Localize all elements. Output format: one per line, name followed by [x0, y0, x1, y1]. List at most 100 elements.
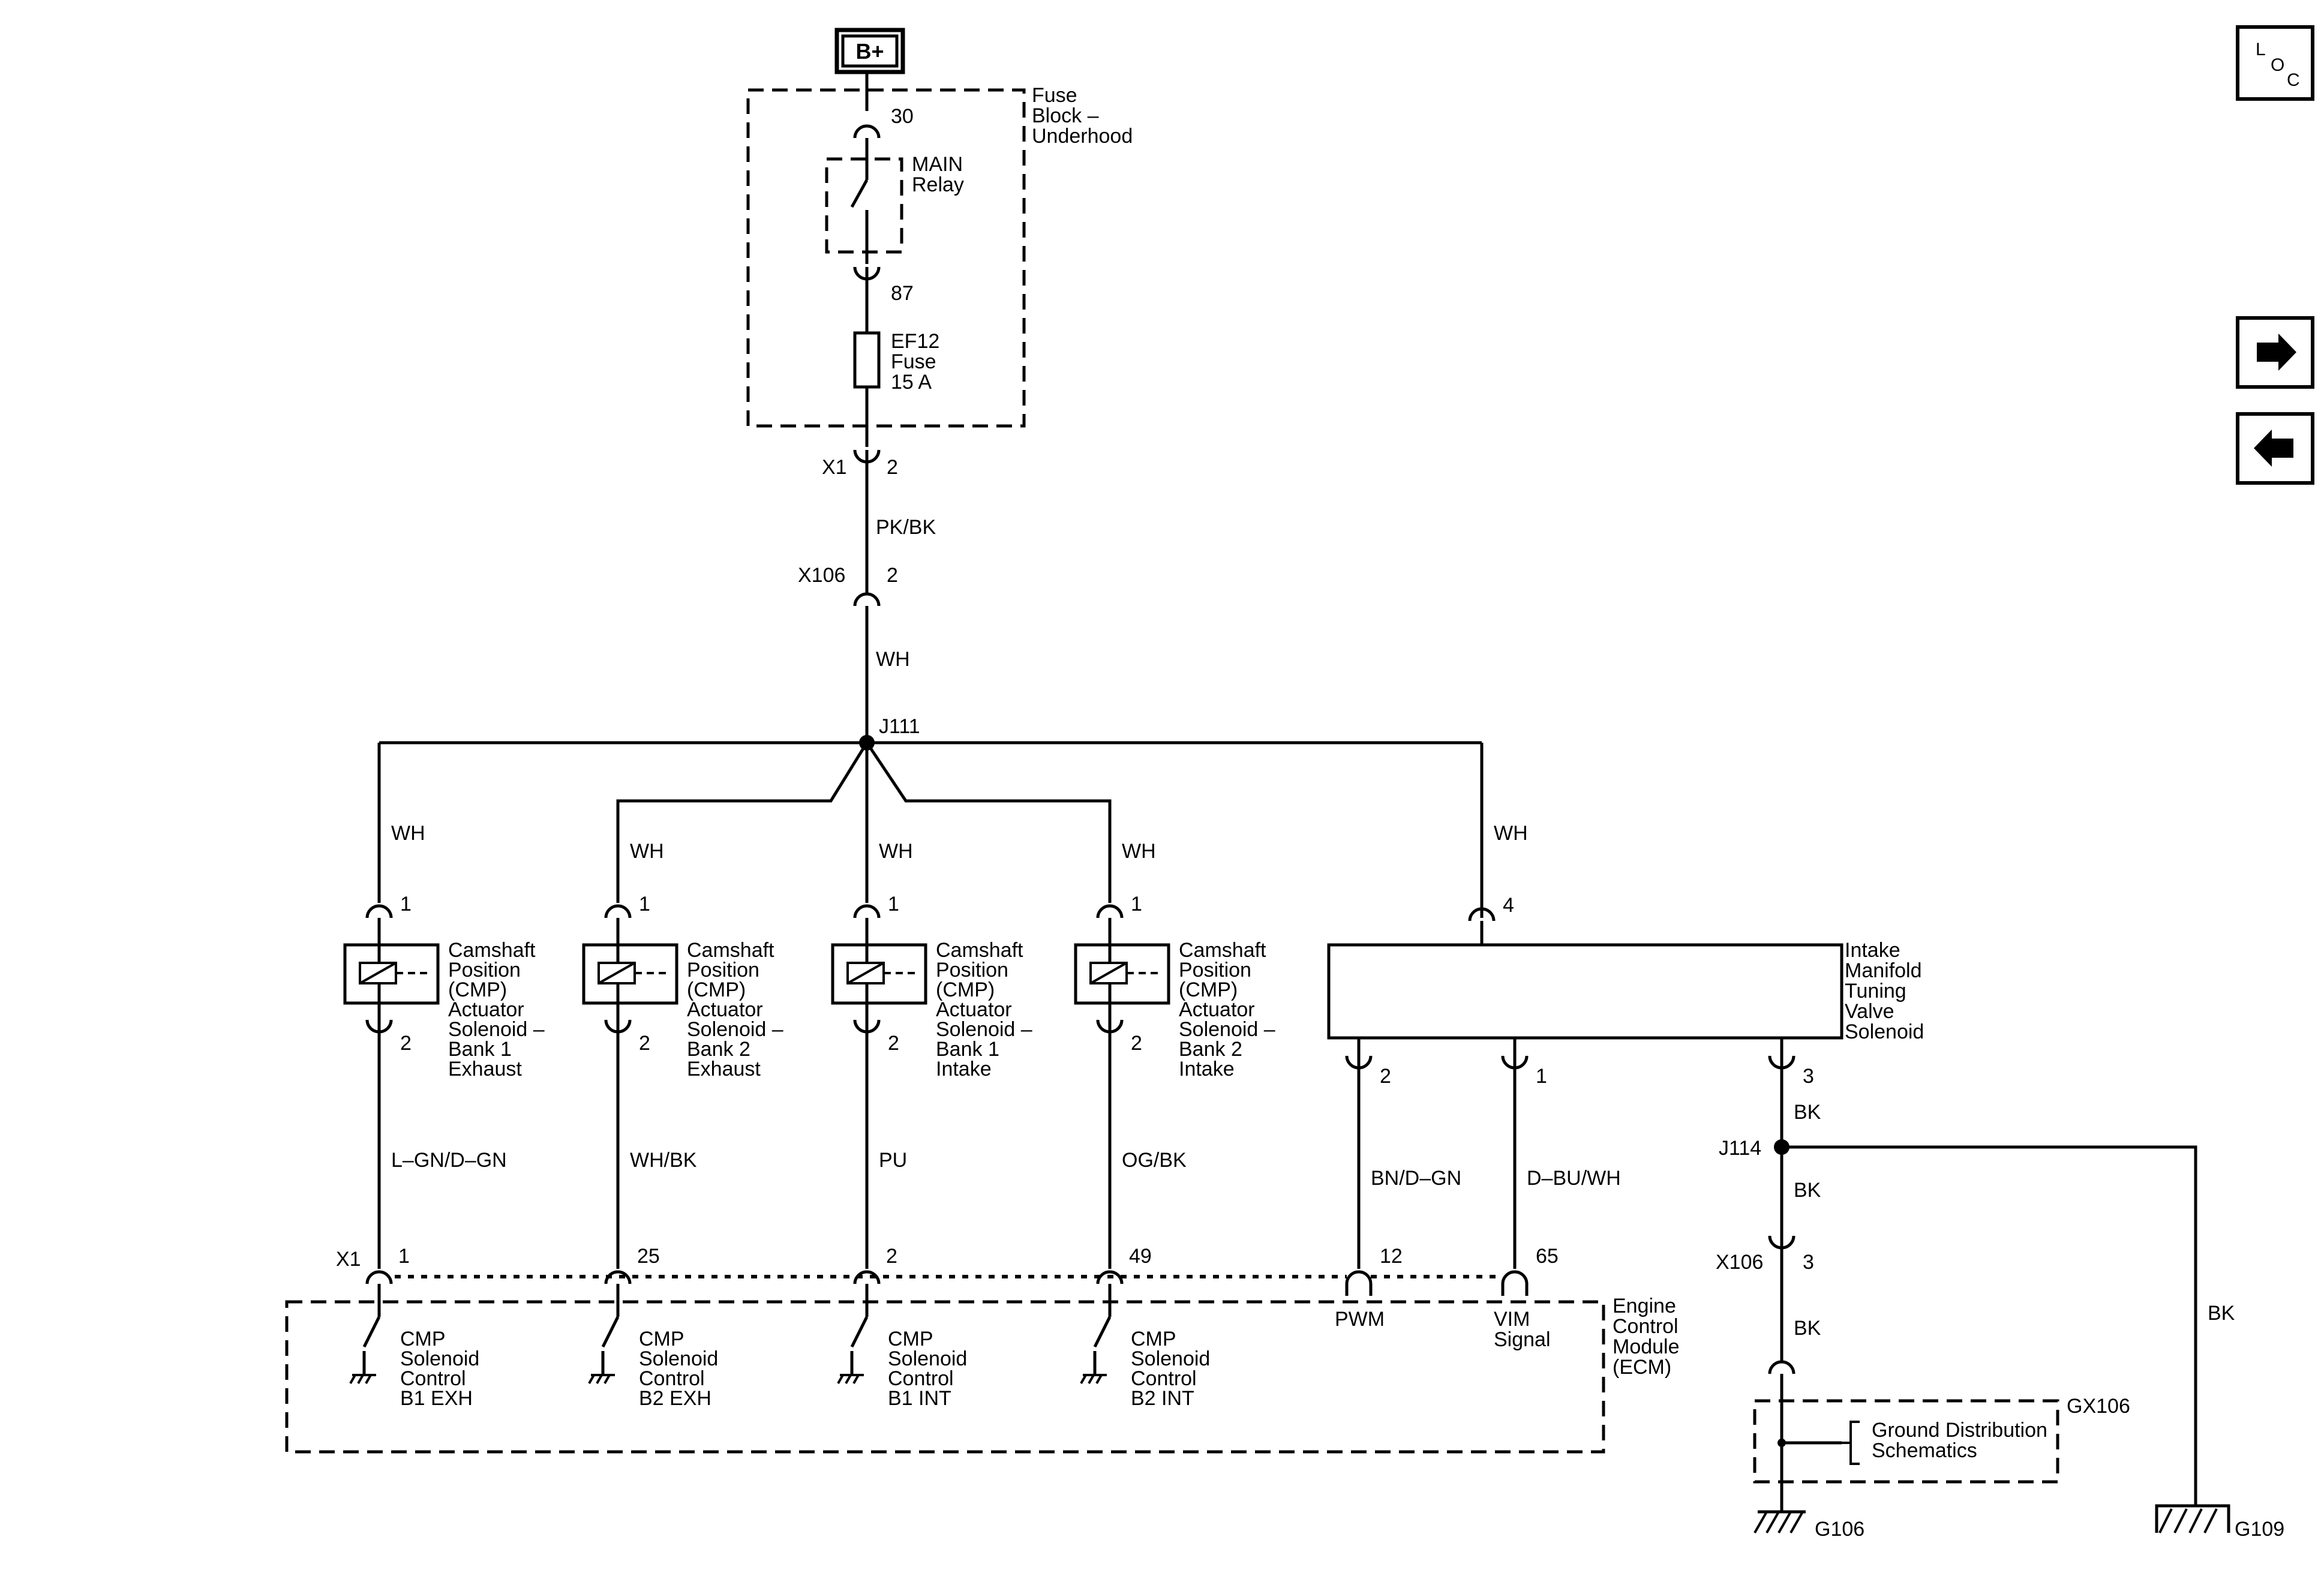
- cmp-solenoid-label-line: Camshaft: [448, 939, 536, 962]
- cmp-solenoid-label-line: Exhaust: [687, 1058, 761, 1080]
- ground-x106-label: X106: [1716, 1251, 1763, 1274]
- cmp-solenoid-label-line: Solenoid –: [936, 1018, 1032, 1041]
- fuse-block-boundary: [746, 88, 1026, 428]
- cmp-solenoid-label-line: Camshaft: [687, 939, 774, 962]
- ecm-cmp-control-label-line: B2 INT: [1131, 1387, 1194, 1410]
- cmp-solenoid-label-line: Position: [687, 959, 759, 981]
- cmp-control-wire-color: OG/BK: [1122, 1149, 1187, 1172]
- x106-connector-label: X106: [798, 564, 845, 587]
- svg-text:Engine: Engine: [1613, 1295, 1676, 1317]
- ecm-cmp-control-label-line: CMP: [888, 1328, 933, 1350]
- svg-text:Ground Distribution: Ground Distribution: [1872, 1419, 2047, 1442]
- cmp-solenoid-branch-2: WH1CamshaftPosition(CMP)ActuatorSolenoid…: [582, 840, 783, 1410]
- imtv-pin-3: 3: [1803, 1065, 1814, 1088]
- g106-label: G106: [1815, 1518, 1864, 1541]
- cmp-feed-wire-color: WH: [879, 840, 913, 863]
- relay-pin-30: 30: [891, 105, 914, 128]
- svg-text:Signal: Signal: [1494, 1328, 1551, 1351]
- ecm-cmp-control-label-line: B1 INT: [888, 1387, 951, 1410]
- ecm-pin: 25: [637, 1245, 660, 1268]
- ecm-cmp-control-label-line: Solenoid: [639, 1347, 718, 1370]
- ecm-cmp-control-label-line: Control: [888, 1367, 954, 1390]
- x106-pin: 2: [887, 564, 898, 587]
- svg-text:Schematics: Schematics: [1872, 1439, 1977, 1462]
- ground-wire-color-2: BK: [1794, 1179, 1821, 1202]
- cmp-solenoid-label-line: Bank 2: [1179, 1038, 1242, 1061]
- arrow-left-icon: [2254, 430, 2293, 467]
- cmp-solenoid-label-line: Intake: [936, 1058, 992, 1080]
- cmp-pin-2: 2: [888, 1032, 899, 1055]
- cmp-solenoid-label-line: Solenoid –: [687, 1018, 783, 1041]
- x1-connector-label: X1: [822, 456, 847, 479]
- ground-x106-pin: 3: [1803, 1251, 1814, 1274]
- ecm-pin: 1: [398, 1245, 410, 1268]
- relay-pin-87: 87: [891, 282, 914, 305]
- svg-text:Control: Control: [1613, 1315, 1679, 1338]
- cmp-solenoid-label-line: Intake: [1179, 1058, 1235, 1080]
- cmp-solenoid-label-line: Solenoid –: [448, 1018, 545, 1041]
- ground-g109-symbol: [2155, 1504, 2230, 1533]
- cmp-pin-1: 1: [888, 893, 899, 915]
- cmp-feed-wire-color: WH: [630, 840, 664, 863]
- loc-letter-c: C: [2287, 70, 2300, 90]
- fuse-ef12: [853, 331, 881, 389]
- cmp-feed-wire-color: WH: [391, 822, 425, 845]
- fuse-label: EF12 Fuse 15 A: [891, 330, 939, 394]
- imtv-feed-wire-color: WH: [1494, 822, 1528, 845]
- ecm-pin: 2: [886, 1245, 897, 1268]
- cmp-pin-1: 1: [639, 893, 650, 915]
- loc-button[interactable]: L O C: [2236, 25, 2314, 101]
- cmp-solenoid-label-line: (CMP): [448, 978, 507, 1001]
- next-page-button[interactable]: [2236, 316, 2314, 389]
- pwm-label: PWM: [1335, 1308, 1385, 1331]
- g109-label: G109: [2235, 1518, 2284, 1541]
- cmp-solenoid-label-line: Exhaust: [448, 1058, 522, 1080]
- splice-j111-label: J111: [879, 715, 920, 738]
- splice-j114-label: J114: [1719, 1137, 1761, 1160]
- cmp-solenoid-label-line: (CMP): [687, 978, 746, 1001]
- svg-text:Intake: Intake: [1845, 939, 1900, 962]
- imtv-label: Intake Manifold Tuning Valve Solenoid: [1845, 939, 1924, 1043]
- svg-text:Fuse: Fuse: [1032, 84, 1077, 107]
- ground-distribution-box: [1753, 1399, 2059, 1484]
- battery-supply: B+: [834, 28, 905, 74]
- fuse-block-label: Fuse Block – Underhood: [1032, 84, 1133, 148]
- vim-signal-label: VIM Signal: [1494, 1308, 1551, 1351]
- cmp-solenoid-label-line: Camshaft: [936, 939, 1023, 962]
- cmp-pin-2: 2: [1131, 1032, 1142, 1055]
- ecm-cmp-control-label-line: Control: [639, 1367, 705, 1390]
- svg-text:Underhood: Underhood: [1032, 125, 1133, 148]
- loc-letter-o: O: [2271, 55, 2284, 75]
- arrow-right-icon: [2257, 334, 2296, 371]
- imtv-pin-1: 1: [1536, 1065, 1547, 1088]
- ground-distribution-link[interactable]: Ground Distribution Schematics: [1872, 1419, 2047, 1462]
- prev-page-button[interactable]: [2236, 412, 2314, 485]
- cmp-solenoid-label-line: Position: [448, 959, 521, 981]
- cmp-solenoid-label-line: Position: [936, 959, 1008, 981]
- cmp-feed-wire-color: WH: [1122, 840, 1156, 863]
- g109-wire-color: BK: [2208, 1302, 2235, 1325]
- cmp-solenoid-branch-4: WH1CamshaftPosition(CMP)ActuatorSolenoid…: [1074, 840, 1275, 1410]
- feed-wire-color-1: PK/BK: [876, 516, 936, 539]
- ecm-pin: 49: [1129, 1245, 1152, 1268]
- imtv-pin-2: 2: [1380, 1065, 1391, 1088]
- pwm-wire-color: BN/D–GN: [1371, 1167, 1461, 1190]
- cmp-solenoid-label-line: Actuator: [448, 998, 524, 1021]
- ecm-pin-65: 65: [1536, 1245, 1559, 1268]
- svg-text:Relay: Relay: [912, 173, 964, 196]
- cmp-pin-2: 2: [639, 1032, 650, 1055]
- ecm-connector-x1: X1: [336, 1248, 361, 1271]
- ground-wire-color-3: BK: [1794, 1317, 1821, 1340]
- svg-text:VIM: VIM: [1494, 1308, 1530, 1331]
- ecm-label: Engine Control Module (ECM): [1613, 1295, 1680, 1379]
- vim-wire-color: D–BU/WH: [1527, 1167, 1621, 1190]
- svg-text:Valve: Valve: [1845, 1000, 1894, 1023]
- ecm-cmp-control-label-line: Solenoid: [888, 1347, 967, 1370]
- cmp-pin-2: 2: [400, 1032, 412, 1055]
- main-relay-label: MAIN: [912, 153, 963, 176]
- imtv-solenoid: [1327, 943, 1843, 1040]
- main-relay: [825, 157, 903, 254]
- cmp-solenoid-label-line: Actuator: [687, 998, 763, 1021]
- ecm-cmp-control-label-line: CMP: [639, 1328, 684, 1350]
